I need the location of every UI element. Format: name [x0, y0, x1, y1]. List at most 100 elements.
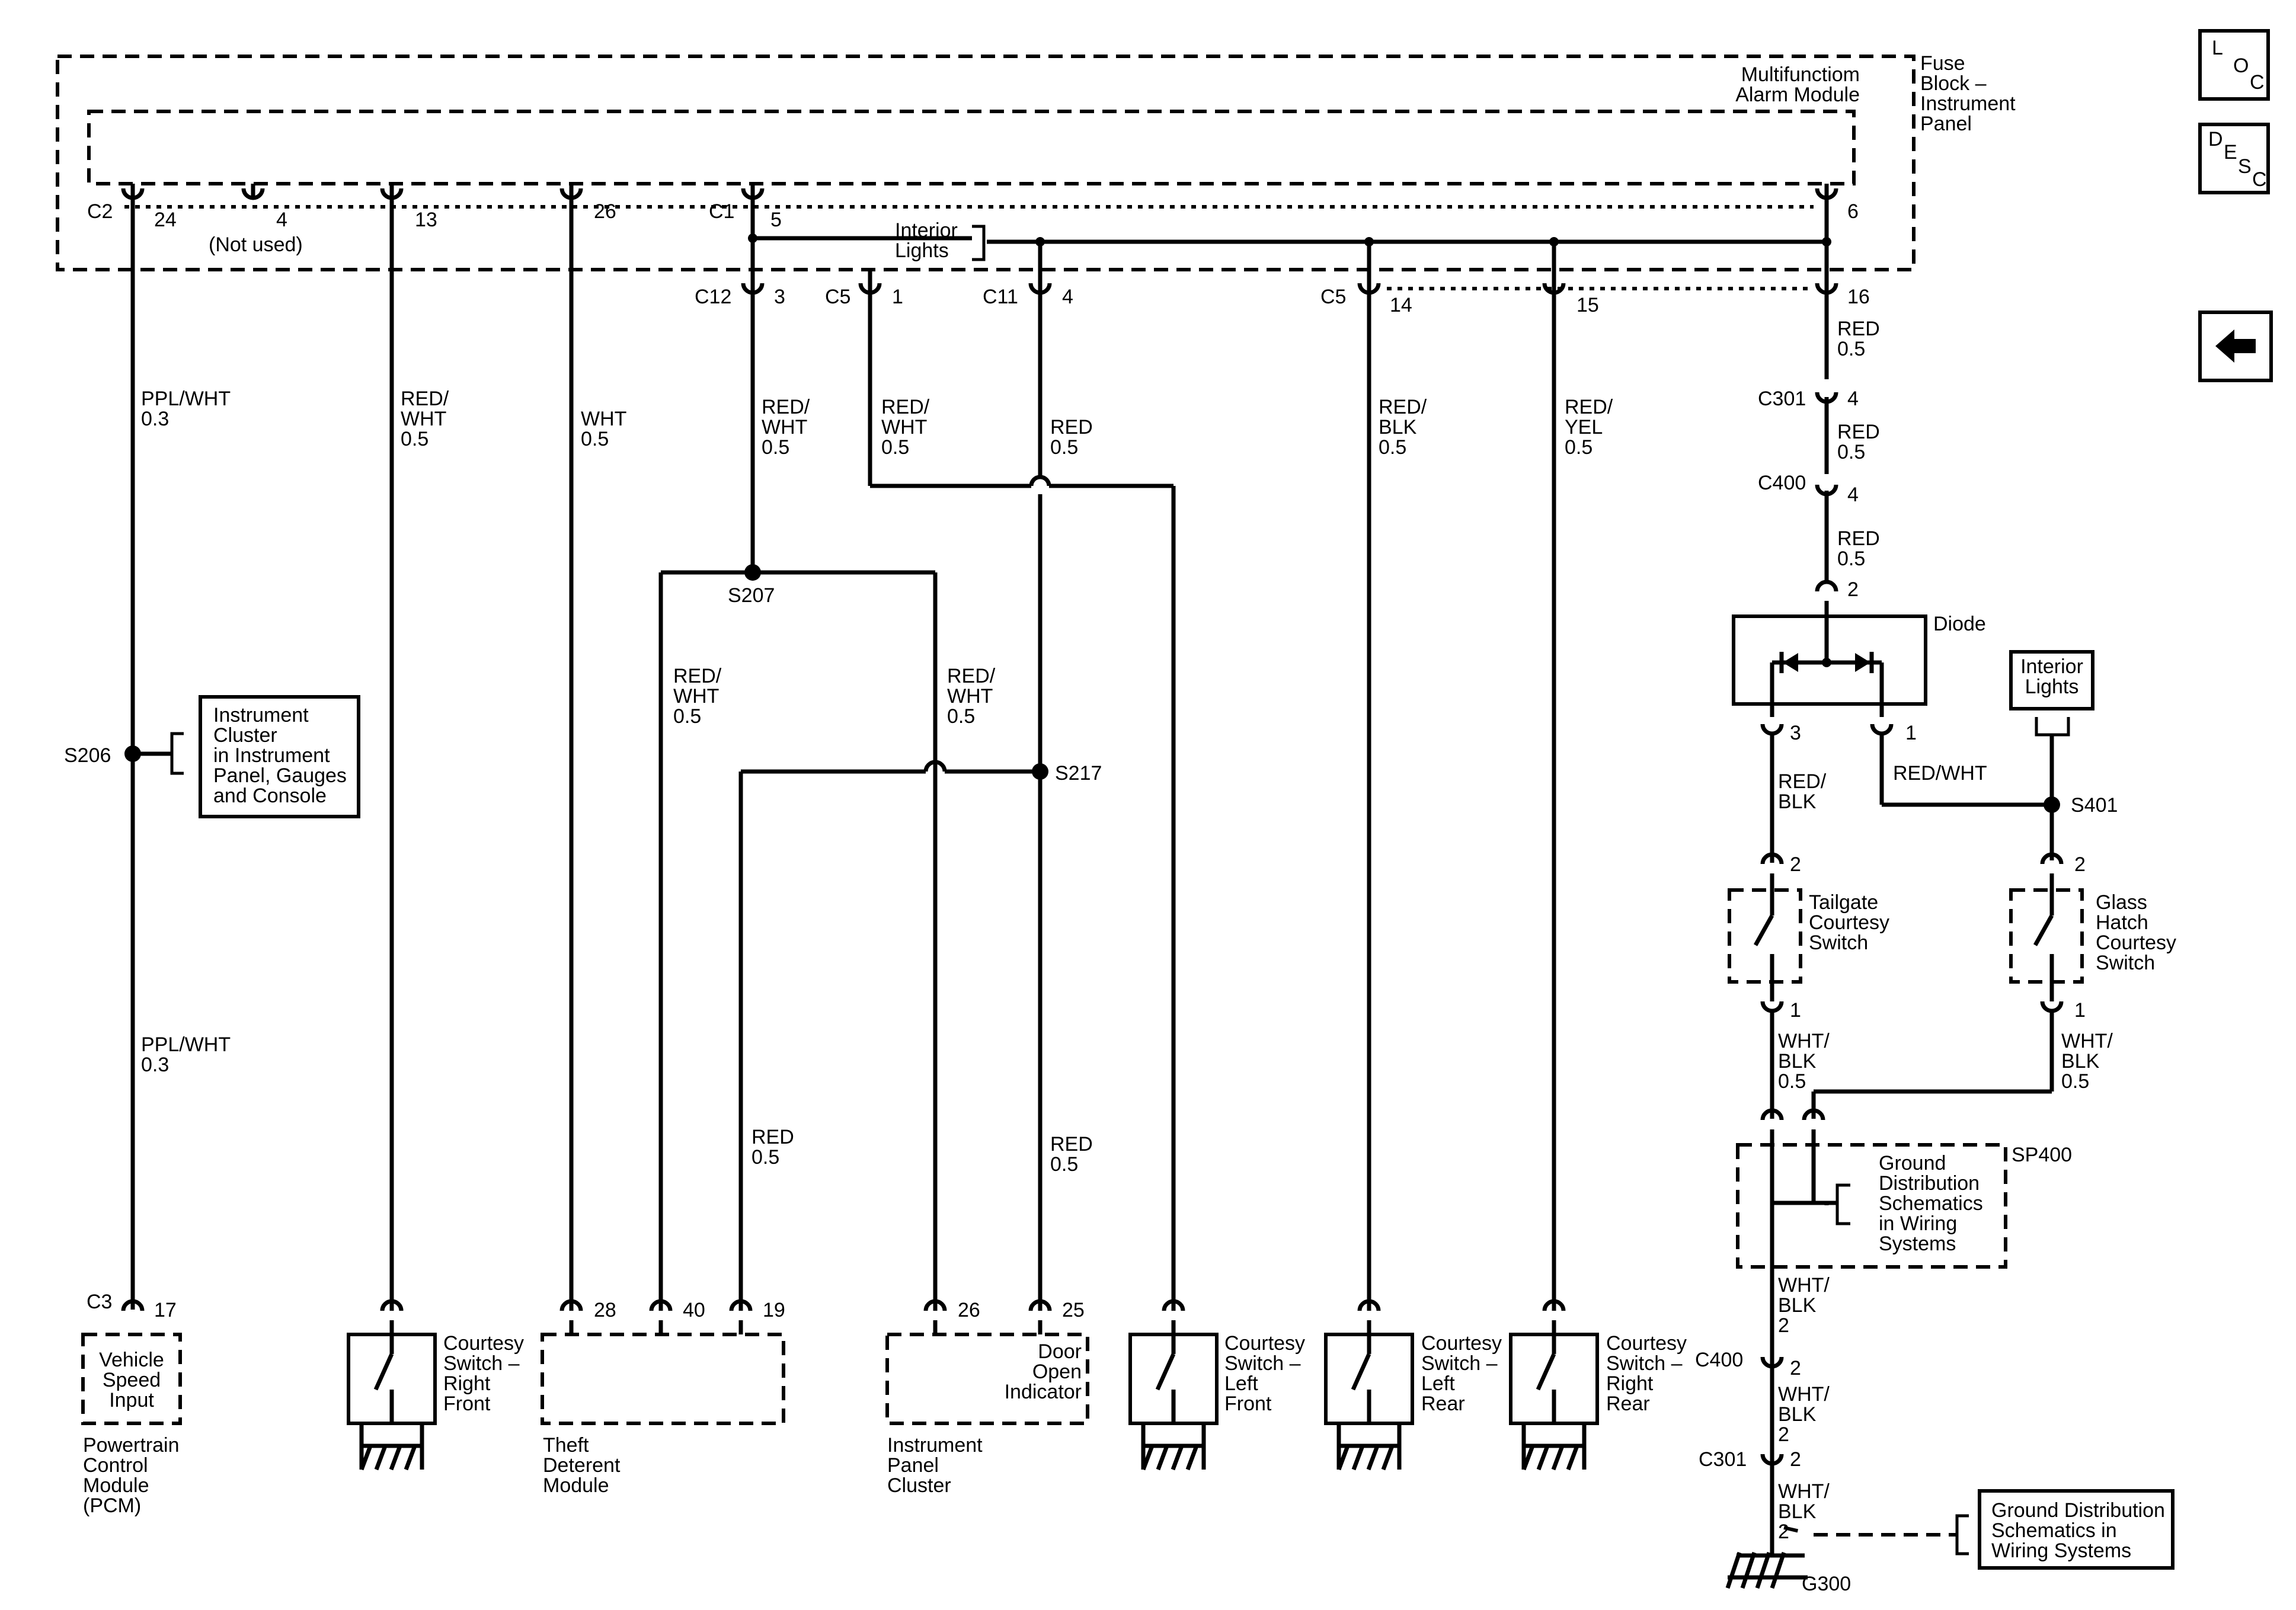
loc-button[interactable]: L O C — [2198, 29, 2270, 101]
svg-text:3: 3 — [1790, 722, 1801, 744]
svg-text:0.3: 0.3 — [141, 408, 169, 430]
svg-text:Lights: Lights — [2025, 676, 2079, 698]
svg-text:14: 14 — [1390, 294, 1412, 316]
svg-text:0.5: 0.5 — [1379, 436, 1406, 459]
svg-text:4: 4 — [1847, 484, 1859, 506]
svg-text:Rear: Rear — [1606, 1393, 1650, 1415]
svg-text:2: 2 — [1778, 1314, 1789, 1337]
svg-text:Switch: Switch — [1809, 932, 1868, 954]
pcm-vehicle-speed-input: Vehicle Speed Input — [81, 1333, 182, 1425]
svg-text:WHT: WHT — [401, 408, 446, 430]
svg-text:Switch –: Switch – — [1421, 1352, 1498, 1375]
svg-text:WHT/: WHT/ — [1778, 1383, 1830, 1406]
splice-s207: S207 — [728, 584, 775, 607]
svg-text:0.5: 0.5 — [1565, 436, 1593, 459]
wire-c11-red — [738, 293, 1048, 1311]
svg-text:Open: Open — [1032, 1361, 1082, 1383]
fuse-block-instrument-panel: Fuse Block – Instrument Panel — [56, 52, 2016, 271]
svg-text:1: 1 — [1905, 722, 1917, 744]
svg-text:Courtesy: Courtesy — [1224, 1332, 1305, 1355]
svg-text:0.5: 0.5 — [1837, 548, 1865, 570]
svg-text:RED/: RED/ — [881, 396, 930, 418]
svg-text:Right: Right — [443, 1372, 491, 1395]
wire-c5-red-wht-lf — [868, 293, 1185, 1311]
svg-text:BLK: BLK — [1778, 790, 1817, 813]
svg-text:2: 2 — [1790, 1448, 1801, 1471]
svg-text:Indicator: Indicator — [1005, 1381, 1082, 1403]
svg-text:0.5: 0.5 — [1837, 338, 1865, 360]
svg-text:PPL/WHT: PPL/WHT — [141, 388, 231, 410]
courtesy-switch-right-front — [347, 1299, 437, 1471]
svg-text:Cluster: Cluster — [213, 724, 277, 747]
svg-text:2: 2 — [2074, 853, 2086, 876]
svg-text:RED/: RED/ — [762, 396, 810, 418]
svg-text:E: E — [2224, 141, 2237, 164]
svg-text:RED: RED — [1050, 1133, 1093, 1156]
svg-text:2: 2 — [1778, 1423, 1789, 1446]
svg-text:C11: C11 — [983, 286, 1018, 308]
svg-text:RED/: RED/ — [673, 665, 722, 687]
svg-text:C: C — [2252, 168, 2267, 191]
svg-text:5: 5 — [770, 209, 782, 231]
svg-text:4: 4 — [1062, 286, 1073, 308]
svg-text:C5: C5 — [1320, 286, 1346, 308]
splice-s206: S206 — [64, 744, 111, 767]
svg-text:Front: Front — [443, 1393, 491, 1415]
svg-text:0.5: 0.5 — [947, 705, 975, 728]
svg-text:Interior: Interior — [895, 219, 958, 242]
svg-text:C400: C400 — [1695, 1349, 1743, 1371]
svg-text:1: 1 — [892, 286, 903, 308]
desc-button[interactable]: D E S C — [2198, 123, 2270, 194]
svg-text:C3: C3 — [87, 1291, 112, 1313]
svg-text:0.5: 0.5 — [1050, 436, 1078, 459]
ground-chain-g300 — [1725, 1356, 1969, 1589]
svg-text:Vehicle: Vehicle — [99, 1349, 164, 1371]
svg-text:Cluster: Cluster — [887, 1474, 951, 1497]
svg-text:0.5: 0.5 — [752, 1146, 779, 1169]
svg-text:Ground Distribution: Ground Distribution — [1991, 1499, 2165, 1522]
svg-text:Diode: Diode — [1933, 613, 1986, 635]
svg-text:Rear: Rear — [1421, 1393, 1465, 1415]
svg-text:0.5: 0.5 — [581, 428, 609, 450]
svg-text:25: 25 — [1062, 1299, 1085, 1321]
svg-text:C301: C301 — [1758, 388, 1806, 410]
svg-text:Door: Door — [1038, 1340, 1082, 1363]
svg-text:2: 2 — [1847, 578, 1859, 601]
svg-text:26: 26 — [594, 200, 616, 223]
svg-text:RED/WHT: RED/WHT — [1893, 762, 1987, 785]
svg-text:RED: RED — [1837, 527, 1880, 550]
svg-text:Systems: Systems — [1879, 1233, 1956, 1255]
ground-distribution-ref-box: Ground Distribution Schematics in Wiring… — [1978, 1489, 2175, 1570]
wire-red-wht-pin13 — [380, 198, 404, 1311]
svg-text:17: 17 — [154, 1299, 177, 1321]
svg-text:Hatch: Hatch — [2096, 911, 2148, 934]
svg-text:YEL: YEL — [1565, 416, 1603, 438]
back-button[interactable] — [2198, 311, 2273, 382]
svg-text:Switch –: Switch – — [1224, 1352, 1301, 1375]
splice-s217: S217 — [1055, 762, 1102, 785]
svg-text:0.5: 0.5 — [2061, 1070, 2089, 1093]
svg-text:Ground: Ground — [1879, 1152, 1946, 1174]
svg-text:Input: Input — [109, 1389, 154, 1411]
svg-text:Left: Left — [1224, 1372, 1258, 1395]
svg-text:L: L — [2212, 37, 2223, 59]
svg-text:D: D — [2208, 128, 2223, 151]
svg-text:WHT/: WHT/ — [1778, 1480, 1830, 1503]
svg-text:BLK: BLK — [1379, 416, 1417, 438]
sp400-splice-pack — [1736, 1129, 2007, 1541]
svg-text:in Instrument: in Instrument — [213, 744, 330, 767]
svg-text:Right: Right — [1606, 1372, 1654, 1395]
svg-text:and Console: and Console — [213, 785, 327, 807]
svg-text:0.5: 0.5 — [673, 705, 701, 728]
svg-text:Switch –: Switch – — [1606, 1352, 1683, 1375]
svg-text:RED/: RED/ — [947, 665, 996, 687]
svg-text:28: 28 — [594, 1299, 616, 1321]
svg-text:BLK: BLK — [1778, 1403, 1817, 1426]
svg-text:BLK: BLK — [1778, 1050, 1817, 1073]
svg-text:2: 2 — [1790, 1357, 1801, 1379]
svg-text:WHT: WHT — [762, 416, 807, 438]
svg-text:C5: C5 — [825, 286, 850, 308]
ground-g300: G300 — [1802, 1573, 1851, 1595]
svg-text:Distribution: Distribution — [1879, 1172, 1980, 1195]
svg-text:19: 19 — [763, 1299, 785, 1321]
